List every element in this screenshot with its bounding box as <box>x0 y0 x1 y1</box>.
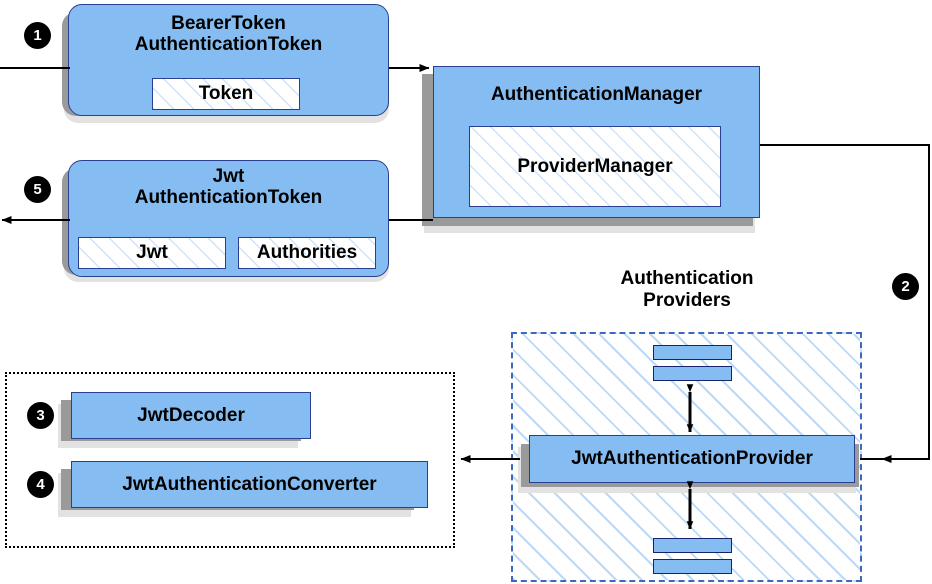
step-badge-5-label: 5 <box>33 181 42 198</box>
jwt-token-slot-authorities[interactable]: Authorities <box>238 237 376 269</box>
provider-stub-top-2 <box>653 366 732 381</box>
jwt-authentication-converter-node[interactable]: JwtAuthenticationConverter <box>71 461 428 508</box>
provider-stub-bottom-1 <box>653 538 732 553</box>
jwt-authentication-converter-label: JwtAuthenticationConverter <box>122 473 377 495</box>
step-badge-4: 4 <box>28 472 53 497</box>
wire-manager-to-providers <box>760 144 930 464</box>
step-badge-5: 5 <box>25 177 50 202</box>
bearer-token-slot-label: Token <box>198 83 254 104</box>
step-badge-1-label: 1 <box>33 27 42 44</box>
step-badge-4-label: 4 <box>36 476 45 493</box>
providers-label-line2: Providers <box>643 289 731 311</box>
bearer-token-title: BearerToken AuthenticationToken <box>134 13 323 56</box>
jwt-token-slot-jwt[interactable]: Jwt <box>78 237 226 269</box>
jwt-token-slot-jwt-label: Jwt <box>136 242 168 263</box>
provider-stub-bottom-2 <box>653 559 732 574</box>
step-badge-3-label: 3 <box>36 407 45 424</box>
provider-manager-label: ProviderManager <box>517 155 673 177</box>
step-badge-2: 2 <box>893 274 918 299</box>
providers-label-line1: Authentication <box>620 268 754 289</box>
jwt-authentication-provider-label: JwtAuthenticationProvider <box>571 448 813 470</box>
authentication-providers-label: Authentication Providers <box>561 268 813 312</box>
step-badge-1: 1 <box>25 23 50 48</box>
bearer-token-slot[interactable]: Token <box>152 78 300 110</box>
jwt-decoder-label: JwtDecoder <box>137 404 245 426</box>
provider-stub-top-1 <box>653 345 732 360</box>
jwt-token-slot-authorities-label: Authorities <box>256 242 358 263</box>
provider-manager-slot[interactable]: ProviderManager <box>469 126 721 207</box>
jwt-authentication-provider-node[interactable]: JwtAuthenticationProvider <box>529 435 855 483</box>
authentication-manager-title: AuthenticationManager <box>490 84 703 105</box>
step-badge-2-label: 2 <box>901 278 910 295</box>
jwt-token-title: Jwt AuthenticationToken <box>134 166 323 209</box>
jwt-decoder-node[interactable]: JwtDecoder <box>71 392 311 439</box>
step-badge-3: 3 <box>28 403 53 428</box>
